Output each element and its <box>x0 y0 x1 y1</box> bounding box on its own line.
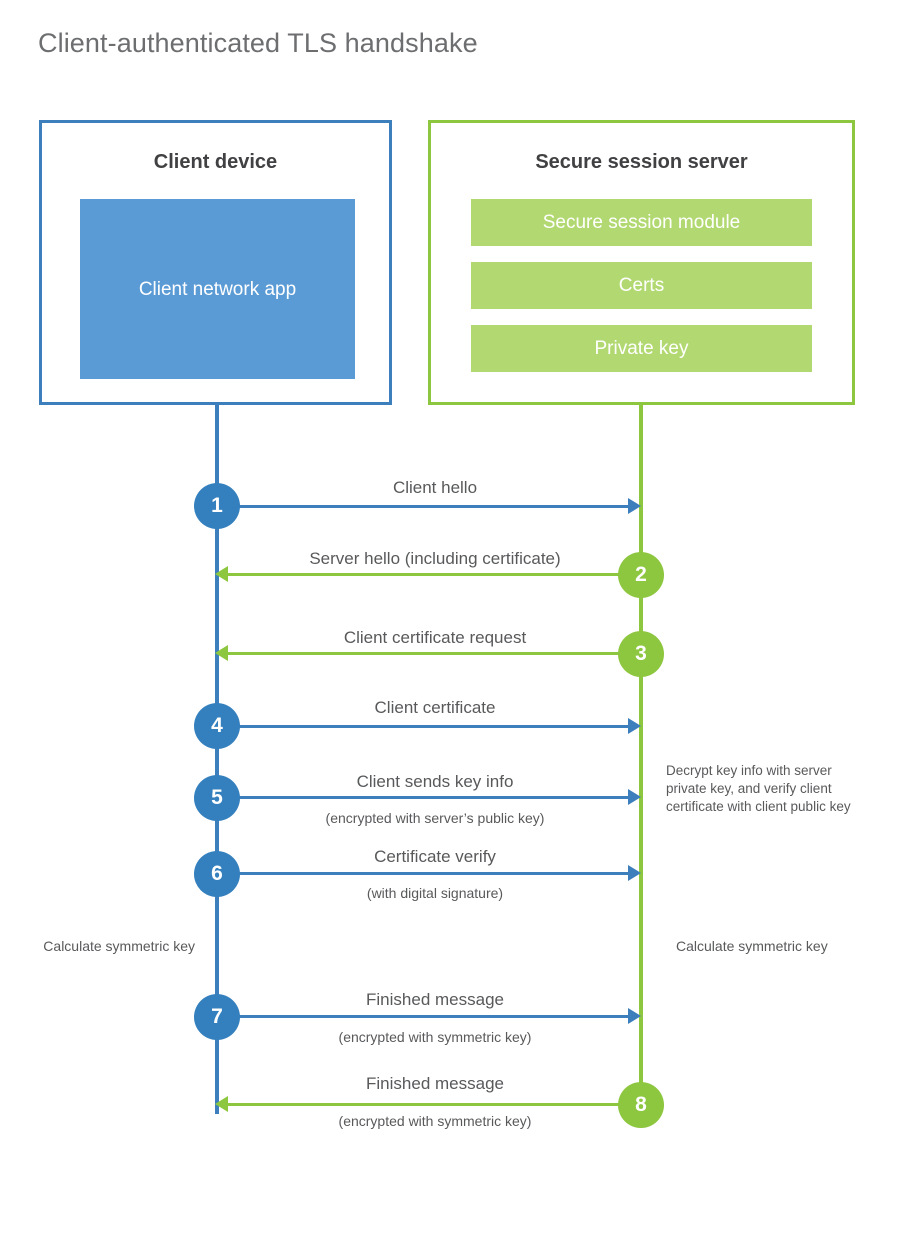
step-1-label: Client hello <box>392 478 478 497</box>
step-6-arrow-line <box>217 872 629 875</box>
step-2-arrowhead <box>215 566 228 582</box>
step-number: 3 <box>635 642 647 665</box>
step-number: 8 <box>635 1093 647 1116</box>
client-lifeline <box>215 404 219 1114</box>
step-6-arrowhead <box>628 865 641 881</box>
step-number: 7 <box>211 1005 223 1028</box>
note-calculate-symmetric-key-client: Calculate symmetric key <box>43 938 195 954</box>
step-1-arrow-line <box>217 505 629 508</box>
client-network-app-label: Client network app <box>138 278 297 300</box>
step-4-arrowhead <box>628 718 641 734</box>
step-marker-1[interactable]: 1 <box>194 483 240 529</box>
step-1-arrowhead <box>628 498 641 514</box>
step-8-sublabel: (encrypted with symmetric key) <box>338 1113 532 1129</box>
note-decrypt-key-info: Decrypt key info with server private key… <box>666 763 851 814</box>
step-4-label: Client certificate <box>374 698 496 717</box>
secure-session-server-title: Secure session server <box>535 151 748 173</box>
step-7-arrowhead <box>628 1008 641 1024</box>
step-marker-3[interactable]: 3 <box>618 631 664 677</box>
client-network-app-block: Client network app <box>80 199 355 379</box>
note-calculate-symmetric-key-server: Calculate symmetric key <box>676 938 828 954</box>
step-5-arrowhead <box>628 789 641 805</box>
step-number: 1 <box>211 494 223 517</box>
step-4-arrow-line <box>217 725 629 728</box>
step-8-arrowhead <box>215 1096 228 1112</box>
step-marker-7[interactable]: 7 <box>194 994 240 1040</box>
server-component-certs: Certs <box>471 262 812 309</box>
step-5-arrow-line <box>217 796 629 799</box>
server-lifeline <box>639 404 643 1106</box>
server-component-secure-session-module: Secure session module <box>471 199 812 246</box>
step-7-label: Finished message <box>366 990 504 1009</box>
step-7-sublabel: (encrypted with symmetric key) <box>338 1029 532 1045</box>
step-3-arrow-line <box>228 652 640 655</box>
step-3-arrowhead <box>215 645 228 661</box>
step-number: 2 <box>635 563 647 586</box>
step-marker-2[interactable]: 2 <box>618 552 664 598</box>
step-6-sublabel: (with digital signature) <box>366 885 504 901</box>
step-marker-4[interactable]: 4 <box>194 703 240 749</box>
step-5-sublabel: (encrypted with server’s public key) <box>325 810 545 826</box>
step-8-label: Finished message <box>366 1074 504 1093</box>
step-number: 4 <box>211 714 223 737</box>
step-marker-8[interactable]: 8 <box>618 1082 664 1128</box>
step-number: 6 <box>211 862 223 885</box>
step-6-label: Certificate verify <box>374 847 496 866</box>
step-8-arrow-line <box>228 1103 640 1106</box>
server-component-private-key: Private key <box>471 325 812 372</box>
client-device-box: Client device Client network app <box>39 120 392 405</box>
server-component-label: Certs <box>618 274 665 296</box>
step-number: 5 <box>211 786 223 809</box>
step-marker-6[interactable]: 6 <box>194 851 240 897</box>
step-5-label: Client sends key info <box>356 772 514 791</box>
step-2-arrow-line <box>228 573 640 576</box>
server-component-label: Secure session module <box>542 211 741 233</box>
client-device-title: Client device <box>153 151 278 173</box>
step-7-arrow-line <box>217 1015 629 1018</box>
server-component-label: Private key <box>594 337 689 359</box>
step-2-label: Server hello (including certificate) <box>309 549 561 568</box>
secure-session-server-box: Secure session server Secure session mod… <box>428 120 855 405</box>
step-3-label: Client certificate request <box>343 628 527 647</box>
page-title: Client-authenticated TLS handshake <box>38 28 478 58</box>
step-marker-5[interactable]: 5 <box>194 775 240 821</box>
